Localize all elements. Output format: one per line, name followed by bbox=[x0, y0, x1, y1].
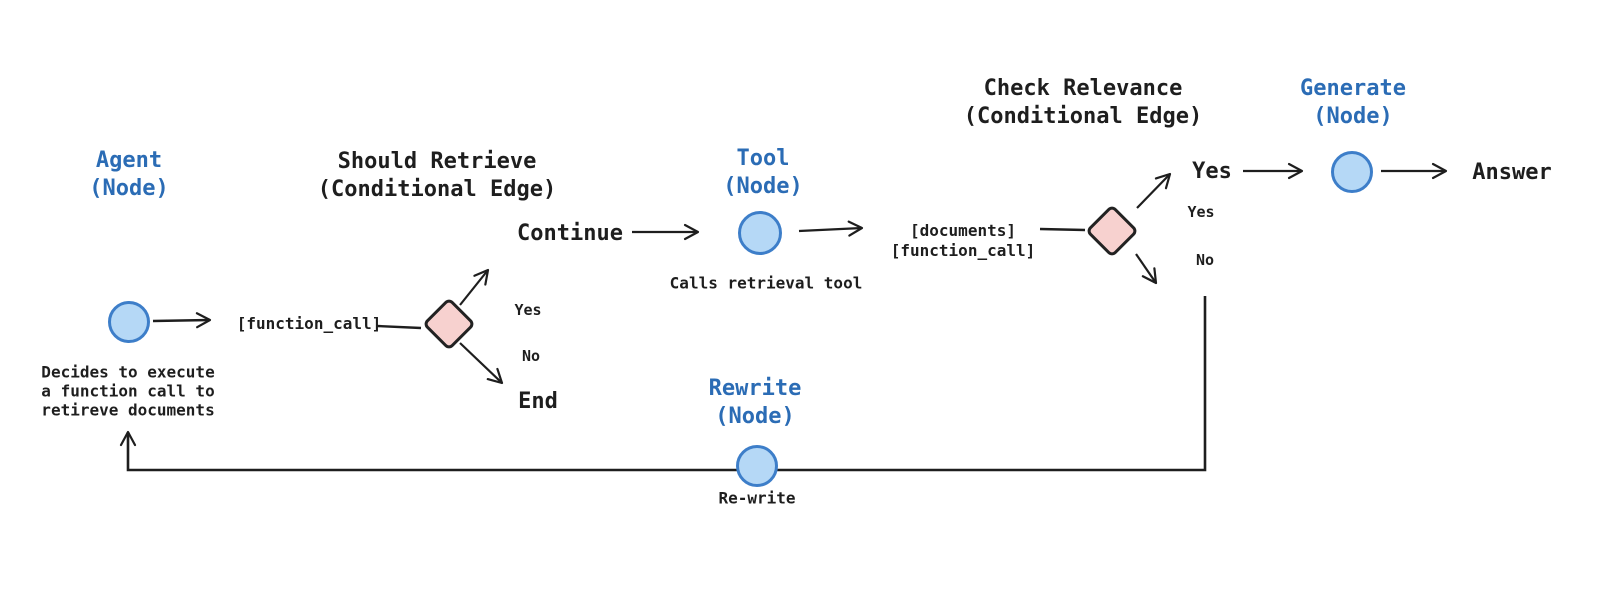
should-retrieve-edge-title: Should Retrieve (Conditional Edge) bbox=[317, 149, 557, 202]
edge-check-relevance-no-arrow bbox=[1135, 253, 1158, 285]
should-retrieve-no-label: No bbox=[521, 347, 541, 365]
end-label: End bbox=[518, 389, 558, 414]
rewrite-node-caption: Re-write bbox=[718, 488, 796, 508]
should-retrieve-yes-label: Yes bbox=[514, 301, 542, 319]
function-call-label: [function_call] bbox=[236, 314, 382, 333]
check-relevance-yes-branch-label: Yes bbox=[1192, 159, 1232, 184]
documents-function-call-label: [documents] [function_call] bbox=[890, 221, 1036, 260]
check-relevance-no-label: No bbox=[1195, 251, 1215, 269]
edge-should-retrieve-no-arrow bbox=[459, 342, 504, 385]
edge-agent-to-function-call bbox=[152, 312, 212, 329]
generate-node-circle bbox=[1331, 151, 1373, 193]
check-relevance-edge-title: Check Relevance (Conditional Edge) bbox=[963, 76, 1203, 129]
tool-node-circle bbox=[738, 211, 782, 255]
check-relevance-yes-label: Yes bbox=[1187, 203, 1215, 221]
answer-label: Answer bbox=[1472, 160, 1552, 185]
edge-function-call-to-diamond bbox=[376, 324, 422, 330]
continue-label: Continue bbox=[517, 221, 623, 246]
tool-node-caption: Calls retrieval tool bbox=[669, 273, 863, 293]
generate-node-title: Generate (Node) bbox=[1300, 76, 1406, 129]
rewrite-node-title: Rewrite (Node) bbox=[708, 376, 802, 429]
edge-documents-to-diamond bbox=[1039, 227, 1086, 232]
agent-node-caption: Decides to execute a function call to re… bbox=[41, 362, 215, 420]
tool-node-title: Tool (Node) bbox=[723, 146, 803, 199]
agent-node-title: Agent (Node) bbox=[89, 148, 169, 201]
edge-tool-to-documents bbox=[798, 220, 864, 237]
edge-feedback-loop-to-agent bbox=[119, 296, 1207, 472]
edge-check-relevance-yes-arrow bbox=[1136, 172, 1172, 209]
rewrite-node-circle bbox=[736, 445, 778, 487]
edge-should-retrieve-yes-arrow bbox=[459, 268, 490, 306]
agent-node-circle bbox=[108, 301, 150, 343]
